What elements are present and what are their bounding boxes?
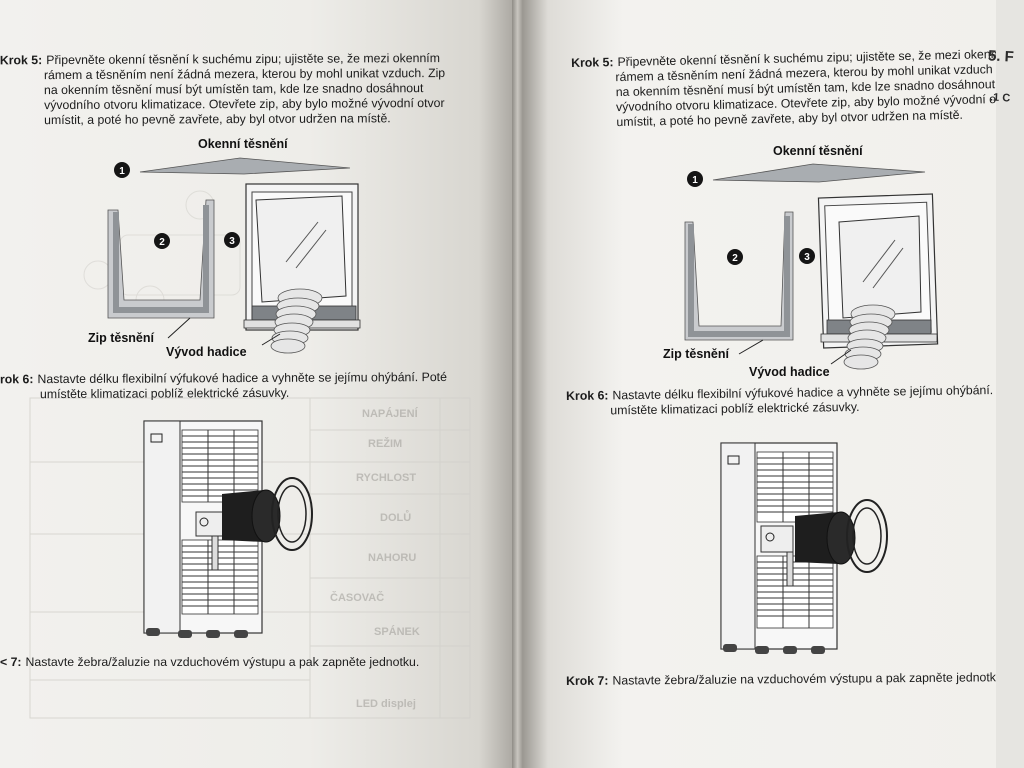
window-seal-label: Okenní těsnění [198, 137, 288, 151]
next-page-subheading: .1 C [989, 91, 1011, 105]
air-conditioner-illustration [143, 420, 313, 638]
step-label: Krok 7: [566, 673, 609, 688]
step-line: Nastavte žebra/žaluzie na vzduchovém výs… [25, 655, 420, 669]
book-gutter [512, 0, 526, 768]
window-seal-illustration: 1 2 3 [684, 163, 939, 370]
ghost-label: DOLŮ [380, 512, 412, 524]
step-label: < 7: [0, 655, 22, 669]
next-page-heading: 5. F [987, 47, 1015, 66]
step-line: Nastavte žebra/žaluzie na vzduchovém výs… [612, 670, 1007, 688]
window-seal-illustration: 1 2 3 [107, 157, 361, 354]
marker: 1 [692, 175, 698, 186]
zip-seal-label: Zip těsnění [88, 331, 154, 345]
step-7-text: < 7:Nastavte žebra/žaluzie na vzduchovém… [0, 655, 505, 670]
zip-seal-label: Zip těsnění [663, 347, 729, 361]
ghost-label: REŽIM [368, 438, 403, 450]
ghost-label: RYCHLOST [356, 472, 417, 484]
next-page-edge [996, 0, 1024, 768]
ghost-label: ČASOVAČ [330, 592, 385, 604]
marker: 3 [804, 252, 810, 263]
ghost-label: NAPÁJENÍ [362, 408, 418, 420]
marker: 2 [159, 237, 165, 248]
right-manual-page: Krok 5:Připevněte okenní těsnění k suché… [523, 0, 1024, 768]
ghost-label: SPÁNEK [374, 626, 420, 638]
marker: 2 [732, 253, 738, 264]
ghost-label: NAHORU [368, 552, 417, 564]
ghost-label: LED displej [356, 698, 416, 710]
left-manual-page: NAPÁJENÍ REŽIM RYCHLOST DOLŮ NAHORU ČASO… [0, 0, 515, 768]
marker: 1 [119, 166, 125, 177]
hose-outlet-label: Vývod hadice [166, 345, 247, 359]
marker: 3 [229, 236, 235, 247]
hose-outlet-label: Vývod hadice [749, 365, 830, 379]
window-seal-label: Okenní těsnění [773, 144, 863, 158]
air-conditioner-illustration [720, 442, 888, 654]
